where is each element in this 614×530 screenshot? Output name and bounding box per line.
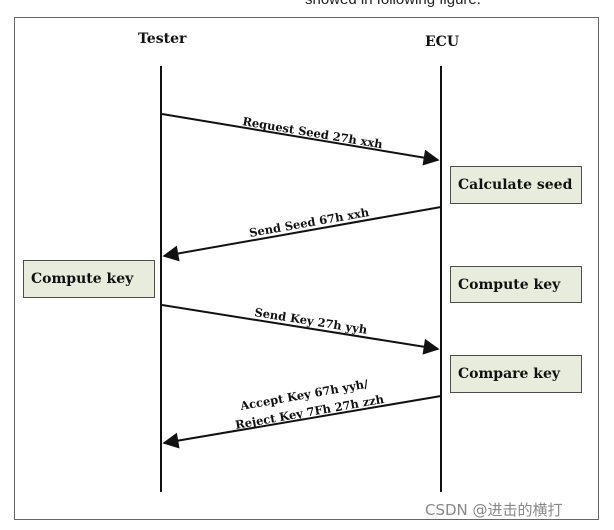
- ecu-compute-key-box: Compute key: [450, 266, 582, 303]
- tester-compute-key-box: Compute key: [23, 260, 155, 298]
- send-key-arrow: [161, 304, 440, 355]
- ecu-compute-key-label: Compute key: [458, 276, 561, 293]
- ecu-actor-label: ECU: [425, 34, 460, 50]
- send-seed-arrow: [162, 206, 442, 262]
- header-text-fragment: showed in following figure.: [305, 0, 481, 8]
- tester-compute-key-label: Compute key: [31, 271, 134, 287]
- figure-frame: [14, 17, 599, 520]
- compare-key-label: Compare key: [458, 366, 561, 382]
- calculate-seed-box: Calculate seed: [450, 166, 582, 204]
- compare-key-box: Compare key: [450, 355, 582, 393]
- send-key-label: Send Key 27h yyh: [254, 305, 369, 337]
- tester-actor-label: Tester: [138, 31, 187, 47]
- csdn-watermark: CSDN @进击的横打: [425, 501, 563, 519]
- request-seed-arrow: [161, 113, 440, 166]
- accept-reject-key-arrow: [162, 395, 442, 449]
- calculate-seed-label: Calculate seed: [458, 177, 573, 193]
- request-seed-label: Request Seed 27h xxh: [242, 114, 385, 151]
